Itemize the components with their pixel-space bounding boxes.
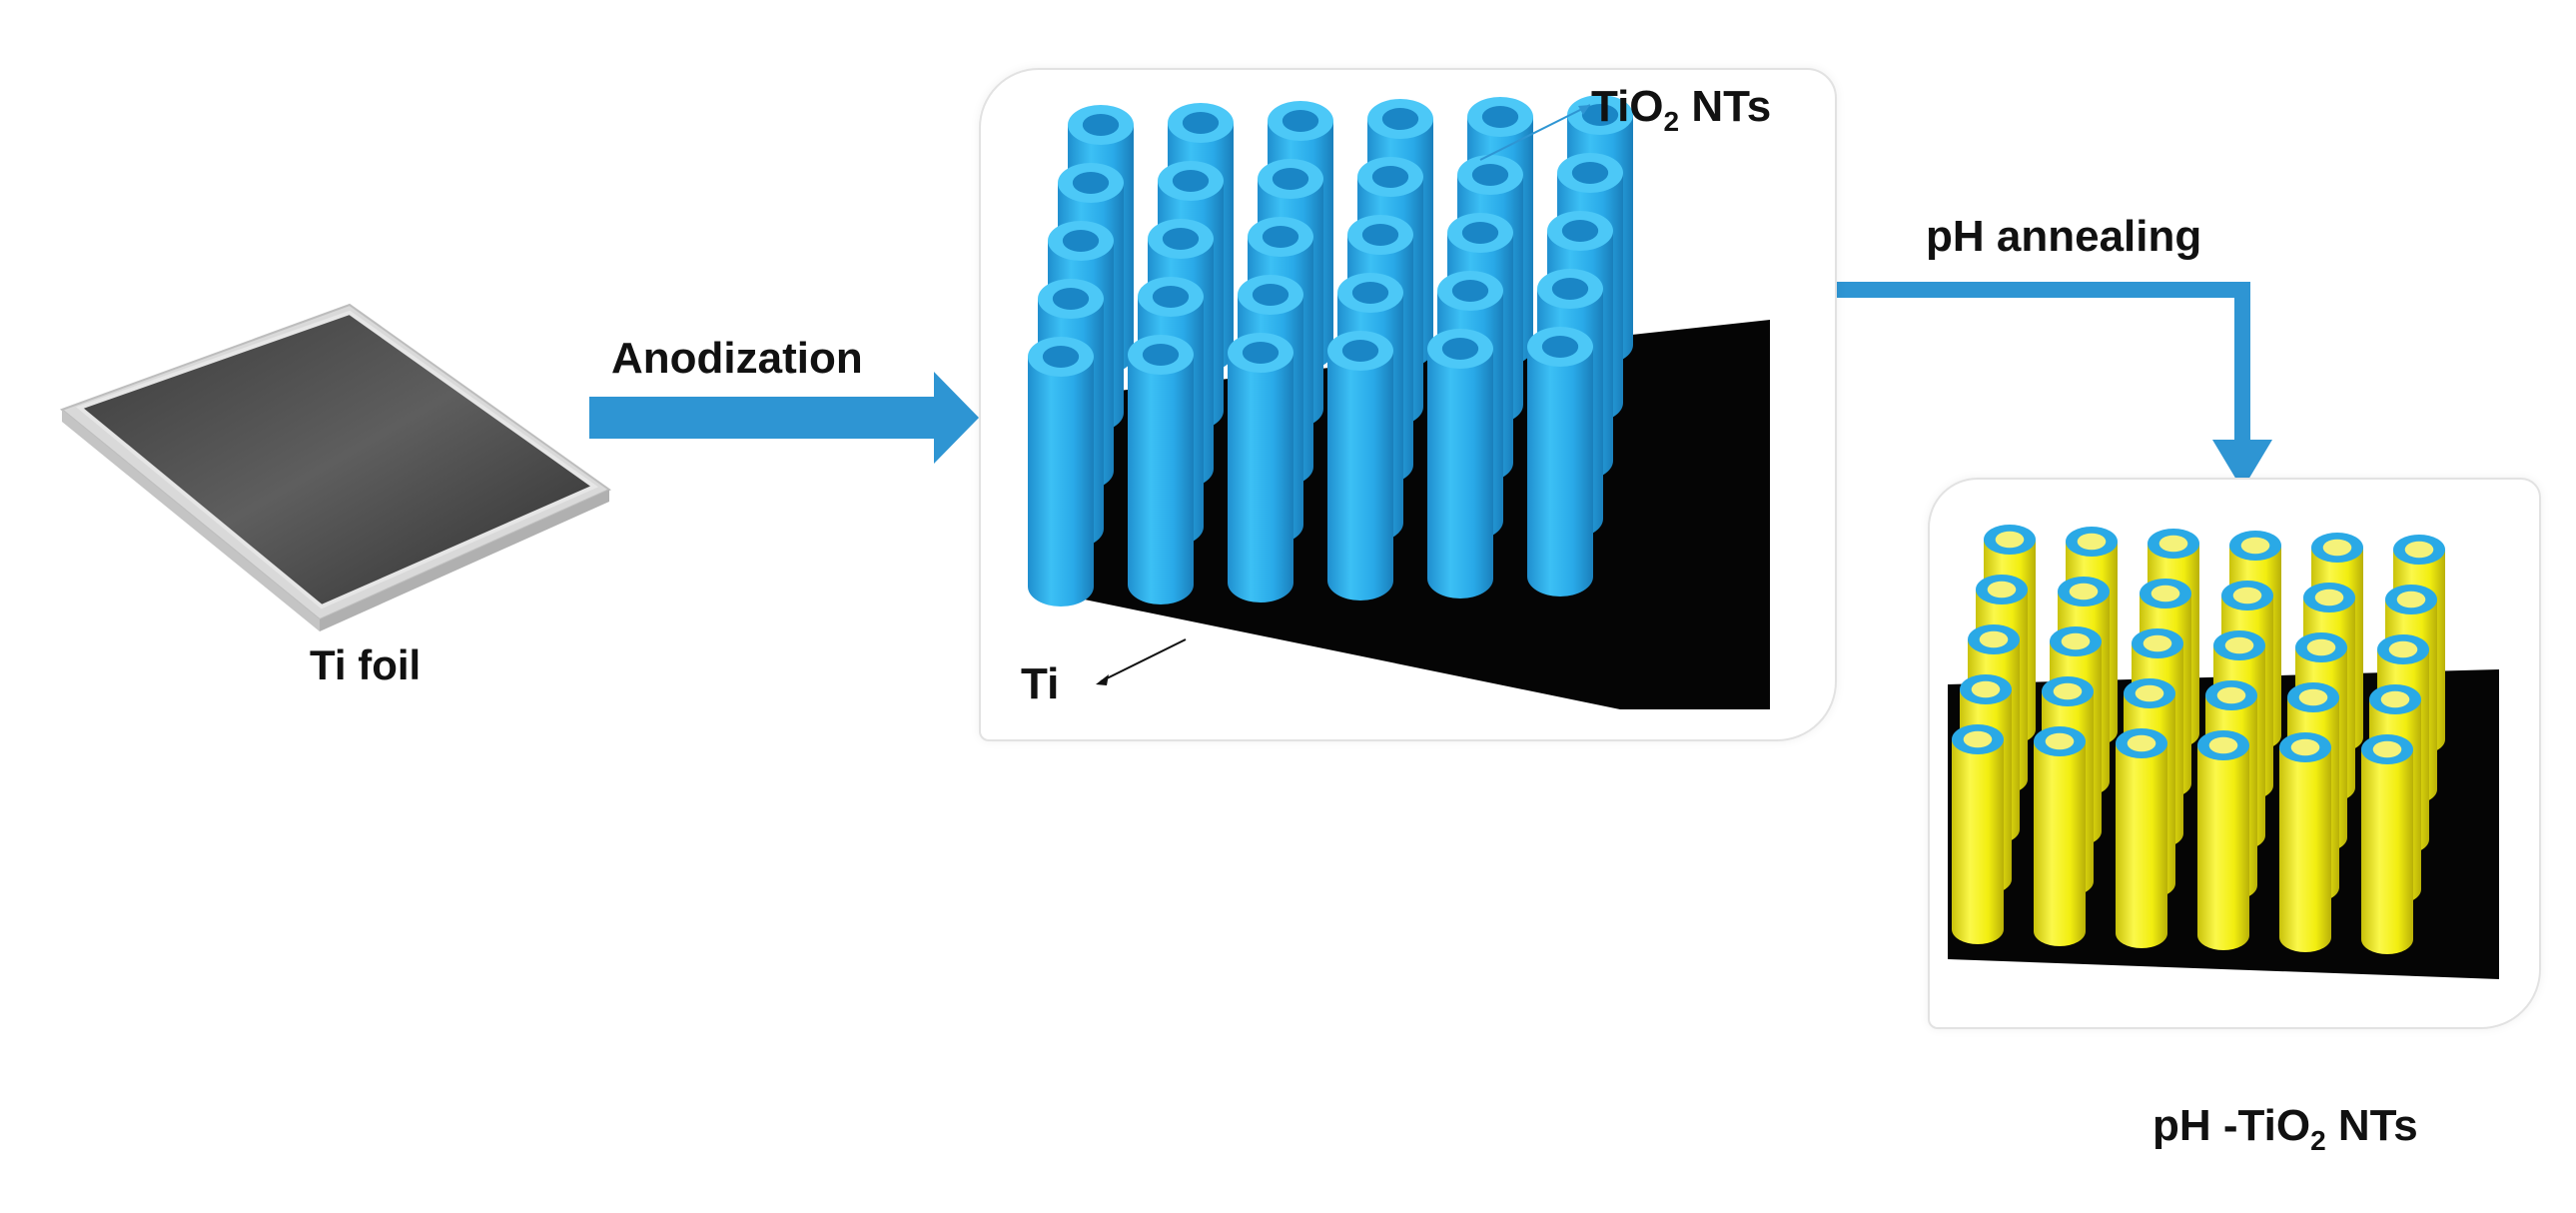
tio2-nanotubes-panel bbox=[979, 68, 1837, 741]
nanotube bbox=[2034, 726, 2086, 946]
nanotube bbox=[1128, 335, 1194, 605]
nanotube bbox=[1952, 724, 2004, 944]
ph-tio2-nanotubes-panel bbox=[1928, 478, 2541, 1029]
nanotube bbox=[2116, 728, 2167, 948]
nanotube bbox=[2279, 732, 2331, 952]
tio2-nanotube-array bbox=[1028, 95, 1770, 709]
nanotube bbox=[2361, 734, 2413, 954]
nanotube bbox=[2197, 730, 2249, 950]
nanotube bbox=[1028, 337, 1094, 606]
ph-annealing-label: pH annealing bbox=[1926, 212, 2202, 261]
ti-pointer-line bbox=[1100, 638, 1187, 682]
tio2-pointer-line bbox=[1479, 104, 1591, 161]
nanotube bbox=[1228, 333, 1293, 603]
nanotube bbox=[1427, 329, 1493, 599]
ti-foil-plate bbox=[60, 303, 612, 631]
ti-foil-label: Ti foil bbox=[310, 641, 422, 688]
ti-label: Ti bbox=[1021, 659, 1060, 708]
anodization-label: Anodization bbox=[611, 334, 863, 383]
ph-tio2-nanotube-array bbox=[1948, 525, 2499, 979]
nanotube bbox=[1527, 327, 1593, 597]
nanotube bbox=[1327, 331, 1393, 601]
ph-annealing-arrow bbox=[1818, 282, 2272, 490]
anodization-arrow bbox=[589, 372, 979, 464]
ph-tio2-nts-label: pH -TiO2 NTs bbox=[2152, 1101, 2418, 1156]
tio2-nts-label: TiO2 NTs bbox=[1591, 82, 1772, 137]
